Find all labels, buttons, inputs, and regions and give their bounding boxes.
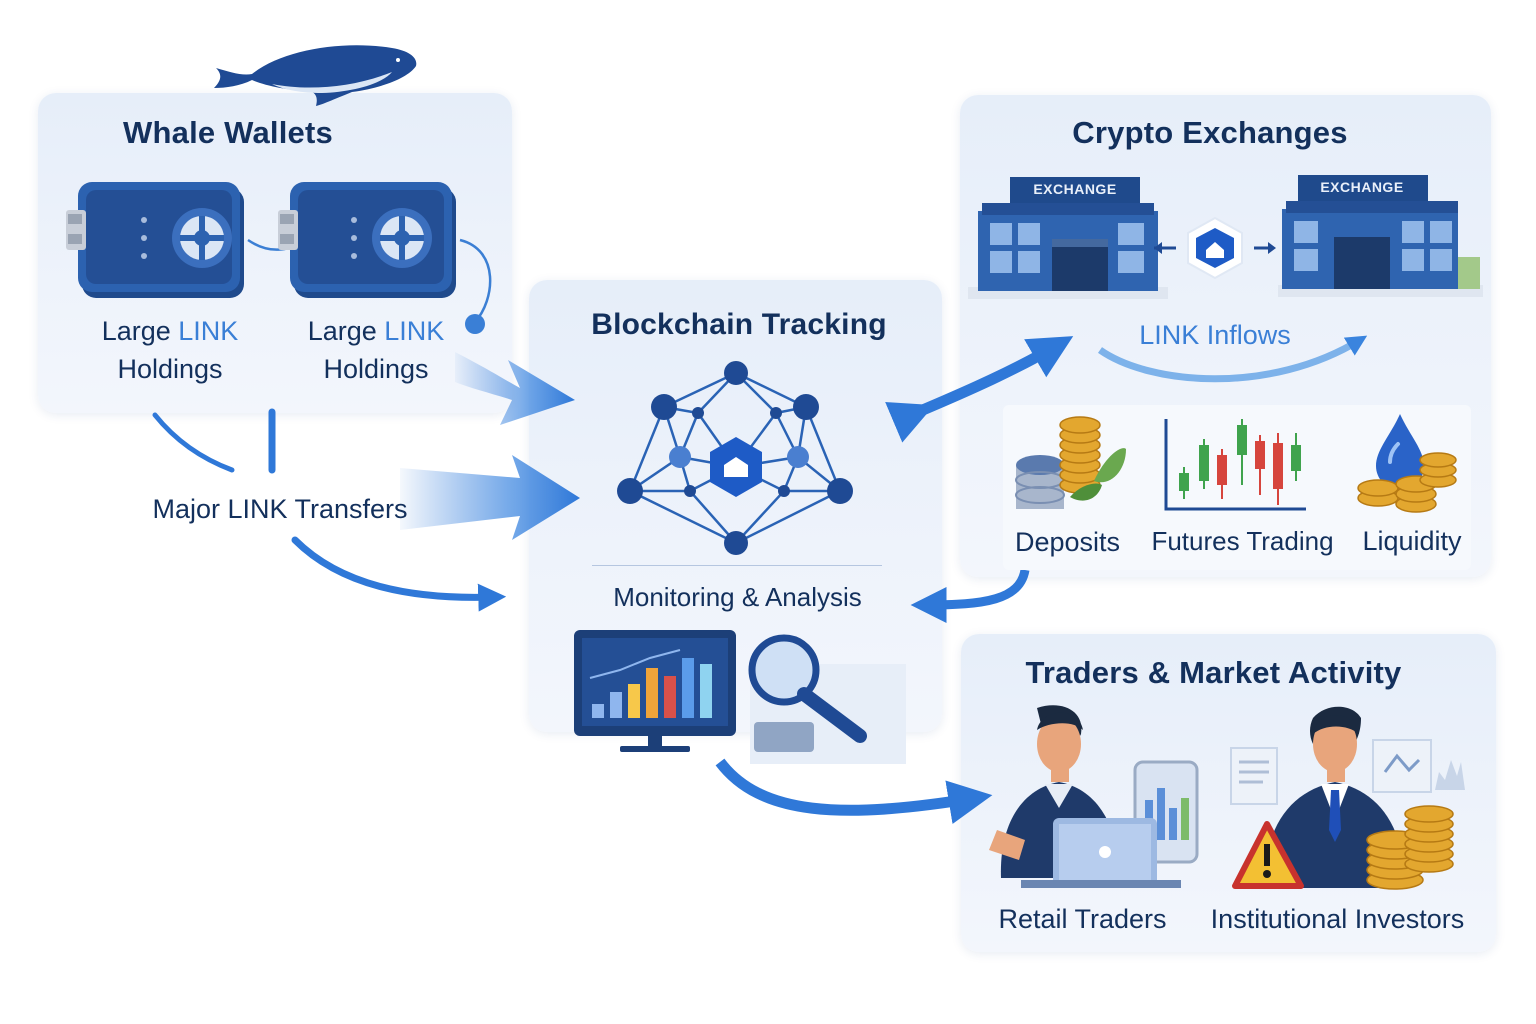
chainlink-hex-icon <box>1154 216 1276 280</box>
vault-right-connector <box>459 238 492 323</box>
institutional-investor-icon <box>1230 706 1465 890</box>
exchange-building-icon <box>1278 175 1483 297</box>
monitoring-label: Monitoring & Analysis <box>613 582 862 612</box>
connector-whale-left <box>152 412 235 473</box>
vault-2-label: Large LINK Holdings <box>276 312 476 388</box>
coins-database-icon <box>1015 416 1126 509</box>
arrow-tracking-exchanges <box>885 336 1074 443</box>
vault-2-line1: Large <box>307 316 377 346</box>
divider <box>592 565 882 566</box>
exchange-sign-1: EXCHANGE <box>1033 181 1117 197</box>
vault-1-label: Large LINK Holdings <box>70 312 270 388</box>
analytics-monitor-icon <box>574 630 906 764</box>
retail-trader-icon <box>989 705 1199 888</box>
major-transfers-label: Major LINK Transfers <box>152 494 408 524</box>
institutional-investors-label: Institutional Investors <box>1210 904 1465 934</box>
exchange-building-icon <box>968 177 1168 299</box>
connector-dot <box>465 314 485 334</box>
whale-icon <box>214 45 417 106</box>
deposits-label: Deposits <box>1014 527 1121 557</box>
exchange-sign-2: EXCHANGE <box>1320 179 1404 195</box>
arrow-whale-curve-lower <box>268 408 495 597</box>
arrow-transfers-to-tracking <box>400 455 580 540</box>
futures-trading-label: Futures Trading <box>1151 526 1334 556</box>
vault-1-line1: Large <box>101 316 171 346</box>
traders-panel-title: Traders & Market Activity <box>1025 655 1402 690</box>
arrow-tracking-to-traders <box>715 758 993 824</box>
arrow-exchanges-to-monitoring <box>910 568 1030 623</box>
liquidity-label: Liquidity <box>1362 526 1462 556</box>
vault-icon <box>66 182 244 298</box>
blockchain-network-icon <box>617 361 853 555</box>
exchange-panel-title: Crypto Exchanges <box>1072 115 1348 150</box>
tracking-panel-title: Blockchain Tracking <box>591 308 887 341</box>
vault-icon <box>278 182 456 298</box>
retail-traders-label: Retail Traders <box>998 904 1167 934</box>
vault-2-accent: LINK <box>384 316 445 346</box>
candlestick-chart-icon <box>1164 419 1306 511</box>
arrow-whale-to-tracking <box>455 352 575 425</box>
link-inflows-label: LINK Inflows <box>1139 320 1291 350</box>
vault-1-line2: Holdings <box>117 354 223 384</box>
water-drop-coins-icon <box>1357 414 1457 513</box>
whale-panel-title: Whale Wallets <box>123 115 333 150</box>
vault-2-line2: Holdings <box>323 354 429 384</box>
arrow-link-inflows <box>1097 335 1368 383</box>
vault-1-accent: LINK <box>178 316 239 346</box>
